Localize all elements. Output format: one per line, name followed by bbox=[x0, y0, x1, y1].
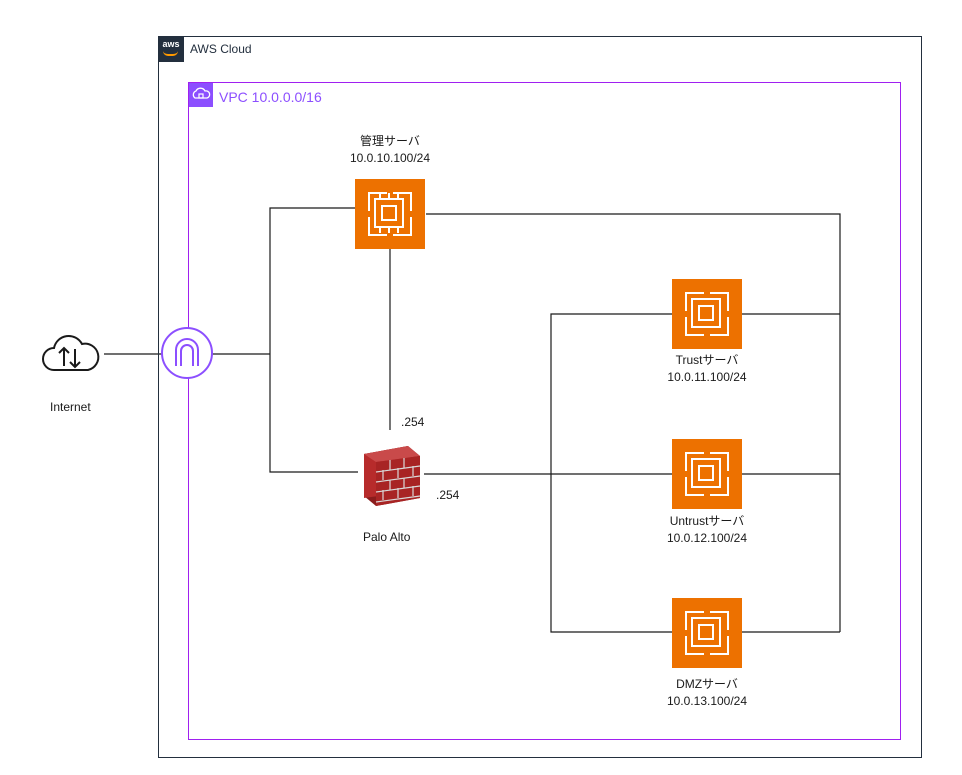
vpc-group bbox=[188, 82, 901, 740]
untrust-server-label: Untrustサーバ 10.0.12.100/24 bbox=[607, 513, 807, 547]
firewall-ip-top: .254 bbox=[401, 415, 425, 429]
firewall-icon bbox=[364, 446, 421, 506]
internet-cloud-icon bbox=[42, 334, 100, 371]
trust-server-ip: 10.0.11.100/24 bbox=[667, 370, 747, 384]
aws-logo-icon: aws bbox=[158, 36, 184, 62]
line-left-bus bbox=[550, 313, 672, 633]
internet-gateway-icon bbox=[161, 327, 213, 379]
trust-server-label: Trustサーバ 10.0.11.100/24 bbox=[607, 352, 807, 386]
untrust-server-ip: 10.0.12.100/24 bbox=[666, 531, 748, 545]
aws-cloud-label: AWS Cloud bbox=[190, 42, 252, 56]
ec2-instance-icon bbox=[672, 598, 742, 668]
mgmt-server-name: 管理サーバ bbox=[360, 134, 420, 148]
vpc-icon bbox=[189, 83, 213, 107]
firewall-ip-right: .254 bbox=[436, 488, 460, 502]
trust-server-name: Trustサーバ bbox=[675, 353, 739, 367]
ec2-instance-icon bbox=[355, 179, 425, 249]
aws-cloud-group bbox=[158, 36, 922, 758]
mgmt-server-label: 管理サーバ 10.0.10.100/24 bbox=[290, 133, 490, 167]
internet-label: Internet bbox=[50, 400, 91, 414]
ec2-instance-icon bbox=[672, 279, 742, 349]
untrust-server-name: Untrustサーバ bbox=[669, 514, 745, 528]
firewall-label: Palo Alto bbox=[363, 530, 411, 544]
ec2-instance-icon bbox=[672, 439, 742, 509]
dmz-server-label: DMZサーバ 10.0.13.100/24 bbox=[607, 676, 807, 710]
vpc-label: VPC 10.0.0.0/16 bbox=[219, 89, 322, 105]
mgmt-server-ip: 10.0.10.100/24 bbox=[349, 151, 431, 165]
line-bus-mgmt bbox=[269, 207, 358, 473]
dmz-server-name: DMZサーバ bbox=[676, 677, 738, 691]
dmz-server-ip: 10.0.13.100/24 bbox=[666, 694, 748, 708]
line-mgmt-right bbox=[426, 213, 841, 632]
